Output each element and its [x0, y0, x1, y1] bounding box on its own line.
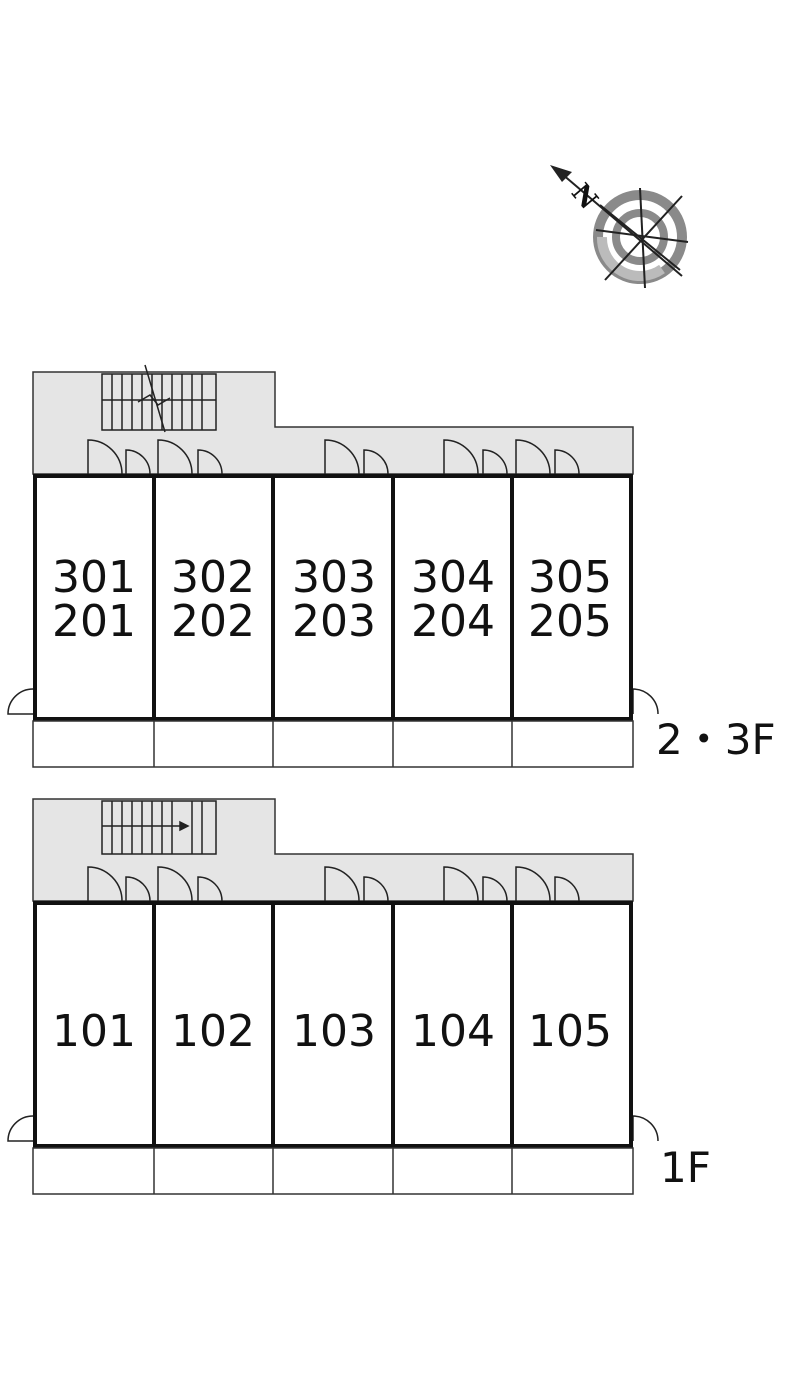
unit-number: 204 — [411, 596, 495, 647]
north-arrow-icon — [550, 165, 572, 182]
ground-floor-plan: 101 102 103 104 105 1F — [7, 798, 711, 1195]
door-swings-ground — [7, 866, 659, 1142]
unit-number: 303 — [292, 552, 376, 603]
units-block — [33, 901, 633, 1148]
unit-number: 305 — [528, 552, 612, 603]
unit-number: 304 — [411, 552, 495, 603]
staircase-icon — [101, 364, 217, 433]
north-label: N — [565, 178, 603, 215]
unit-number: 101 — [52, 1006, 136, 1057]
unit-number: 201 — [52, 596, 136, 647]
balconies-ground — [32, 1147, 634, 1195]
stair-arrow-icon — [179, 820, 190, 832]
unit-number: 103 — [292, 1006, 376, 1057]
staircase-icon — [101, 800, 217, 855]
unit-number: 205 — [528, 596, 612, 647]
units-block — [33, 474, 633, 721]
unit-number: 102 — [171, 1006, 255, 1057]
unit-number: 203 — [292, 596, 376, 647]
unit-number: 104 — [411, 1006, 495, 1057]
floor-label: 1F — [660, 1143, 711, 1192]
unit-number: 105 — [528, 1006, 612, 1057]
unit-number: 202 — [171, 596, 255, 647]
door-swings-upper — [7, 439, 659, 715]
balconies-upper — [32, 720, 634, 768]
unit-number: 302 — [171, 552, 255, 603]
compass-icon: N — [550, 165, 689, 289]
unit-number: 301 — [52, 552, 136, 603]
floor-label: 2・3F — [656, 715, 776, 764]
upper-floors-plan: 301 201 302 202 303 203 304 204 305 205 … — [7, 364, 776, 768]
